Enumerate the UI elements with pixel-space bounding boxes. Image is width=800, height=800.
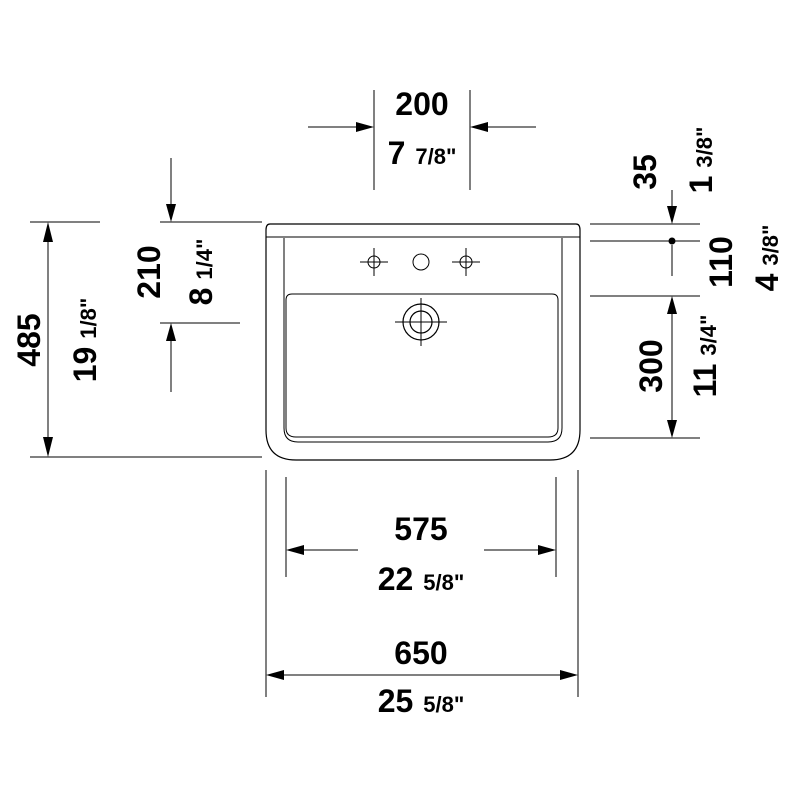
rim-to-bowl-mm: 110	[703, 236, 739, 288]
rim-thickness-in-whole: 1	[683, 176, 719, 194]
top-to-drain-in-frac: 1/4"	[192, 239, 217, 280]
overall-width-in-whole: 25	[378, 683, 414, 719]
svg-text:25 5/8": 25 5/8"	[378, 683, 465, 719]
top-to-drain-mm: 210	[131, 245, 167, 298]
svg-text:4 3/8": 4 3/8"	[749, 225, 785, 292]
overall-width-in-frac: 5/8"	[423, 692, 464, 717]
top-to-drain-in-whole: 8	[183, 288, 219, 306]
svg-text:1 3/8": 1 3/8"	[683, 127, 719, 194]
rim-thickness-in-frac: 3/8"	[692, 127, 717, 168]
overall-depth-in-whole: 19	[67, 347, 103, 383]
dimension-top-to-drain: 210 8 1/4"	[131, 158, 262, 392]
tap-hole-left-icon	[360, 248, 388, 276]
dimension-bowl-width: 575 22 5/8"	[285, 477, 557, 597]
rim-to-bowl-in-frac: 3/8"	[758, 225, 783, 266]
dimension-rim-to-bowl: 110 4 3/8"	[590, 225, 785, 297]
svg-text:19 1/8": 19 1/8"	[67, 298, 103, 383]
tap-hole-center-icon	[412, 253, 430, 271]
overall-depth-mm: 485	[11, 313, 47, 366]
basin-outline	[265, 223, 581, 461]
bowl-width-in-frac: 5/8"	[423, 570, 464, 595]
bowl-depth-in-whole: 11	[687, 364, 723, 398]
dimension-rim-thickness: 35 1 3/8"	[590, 127, 719, 245]
svg-text:7 7/8": 7 7/8"	[388, 135, 457, 171]
overall-width-mm: 650	[394, 635, 447, 671]
bowl-width-mm: 575	[394, 511, 447, 547]
rim-thickness-mm: 35	[627, 154, 663, 190]
bowl-depth-in-frac: 3/4"	[696, 315, 721, 356]
overall-depth-in-frac: 1/8"	[76, 298, 101, 339]
tap-spacing-mm: 200	[395, 86, 448, 122]
svg-text:11 3/4": 11 3/4"	[687, 315, 723, 398]
svg-text:22 5/8": 22 5/8"	[378, 561, 465, 597]
tap-hole-right-icon	[452, 248, 480, 276]
bowl-depth-mm: 300	[633, 339, 669, 392]
dimension-overall-width: 650 25 5/8"	[265, 470, 579, 719]
dimension-tap-spacing: 200 7 7/8"	[308, 86, 536, 190]
dimension-bowl-depth: 300 11 3/4"	[590, 296, 723, 439]
tap-spacing-in-frac: 7/8"	[415, 144, 456, 169]
svg-text:8 1/4": 8 1/4"	[183, 239, 219, 306]
rim-to-bowl-in-whole: 4	[749, 273, 785, 291]
drain-icon	[395, 298, 447, 346]
tap-spacing-in-whole: 7	[388, 135, 406, 171]
bowl-width-in-whole: 22	[378, 561, 414, 597]
dimension-overall-depth: 485 19 1/8"	[11, 221, 262, 458]
